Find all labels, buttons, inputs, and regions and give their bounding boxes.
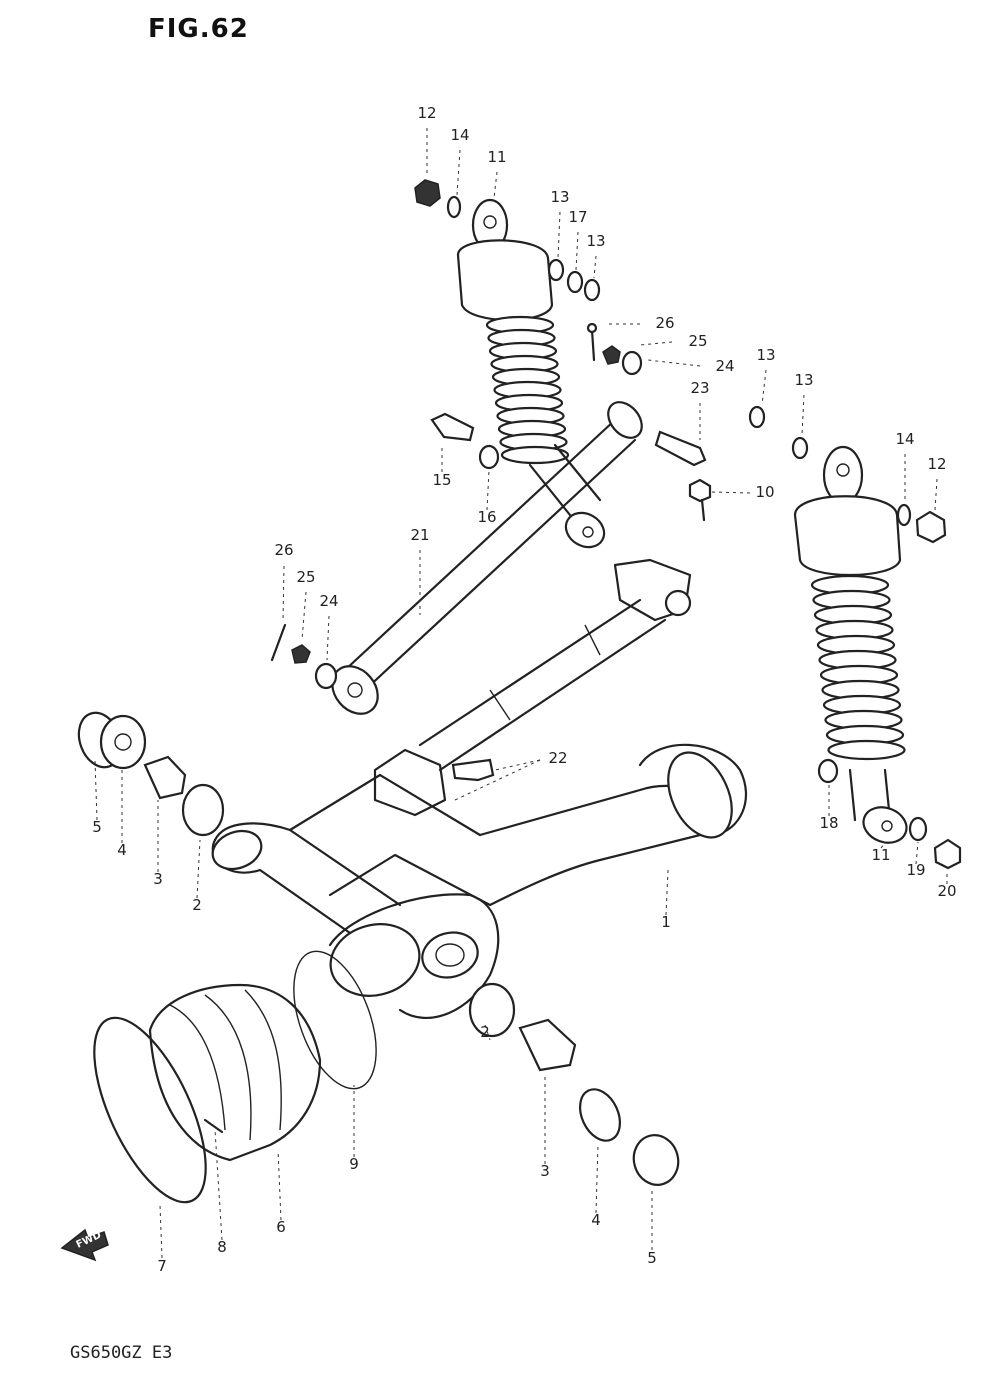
left-shock-absorber [456,198,606,549]
leader-line [593,255,597,279]
callout-3: 3 [153,870,163,888]
figure-title: FIG.62 [148,14,249,44]
torque-rod [331,401,643,715]
callout-14: 14 [450,126,469,144]
leader-line [196,839,201,899]
callout-1: 1 [661,913,671,931]
leader-line [711,491,751,494]
right-shock-absorber [793,445,908,844]
leader-line [639,341,673,346]
callout-7: 7 [157,1257,167,1275]
callout-2: 2 [192,896,202,914]
callout-16: 16 [477,508,496,526]
callout-5: 5 [92,818,102,836]
callout-4: 4 [591,1211,601,1229]
callout-26: 26 [655,314,674,332]
leader-line [486,469,490,511]
callout-14: 14 [895,430,914,448]
leader-line [801,394,805,436]
leader-line [277,1149,282,1221]
callout-17: 17 [568,208,587,226]
spring-coil [827,739,906,761]
leader-lines [94,128,948,1259]
hardware: FWD [60,179,962,1262]
leader-line [665,869,669,916]
leader-line [159,1204,163,1259]
callout-11: 11 [871,846,890,864]
leader-line [557,211,561,259]
callout-20: 20 [937,882,956,900]
callout-13: 13 [550,188,569,206]
callout-13: 13 [586,232,605,250]
callout-labels: 1214111317132625241313231516101412212625… [92,104,956,1275]
callout-24: 24 [715,357,734,375]
leader-line [493,171,498,199]
callout-8: 8 [217,1238,227,1256]
callout-3: 3 [540,1162,550,1180]
leader-line [761,369,767,406]
callout-5: 5 [647,1249,657,1267]
callout-22: 22 [548,749,567,767]
leader-line [214,1129,223,1241]
leader-line [301,591,307,641]
leader-line [595,1144,599,1214]
callout-6: 6 [276,1218,286,1236]
callout-26: 26 [274,541,293,559]
callout-24: 24 [319,592,338,610]
callout-19: 19 [906,861,925,879]
leader-line [326,615,330,661]
leader-line [282,565,285,621]
leader-line [880,842,886,849]
callout-18: 18 [819,814,838,832]
leader-line [94,759,98,821]
callout-4: 4 [117,841,127,859]
callout-21: 21 [410,526,429,544]
leader-line [494,759,541,771]
callout-9: 9 [349,1155,359,1173]
callout-25: 25 [296,568,315,586]
callout-12: 12 [417,104,436,122]
leader-line [456,149,461,196]
leader-line [934,478,938,511]
leader-line [484,1024,491,1041]
callout-25: 25 [688,332,707,350]
callout-2: 2 [480,1023,490,1041]
callout-12: 12 [927,455,946,473]
callout-10: 10 [755,483,774,501]
leader-line [575,231,579,271]
spring-coil [500,445,570,465]
callout-23: 23 [690,379,709,397]
model-code: GS650GZ E3 [70,1343,173,1363]
reinforcement-tube [418,558,692,772]
callout-15: 15 [432,471,451,489]
callout-13: 13 [794,371,813,389]
callout-13: 13 [756,346,775,364]
swing-arm [211,743,748,1019]
callout-11: 11 [487,148,506,166]
leader-line [647,359,701,367]
